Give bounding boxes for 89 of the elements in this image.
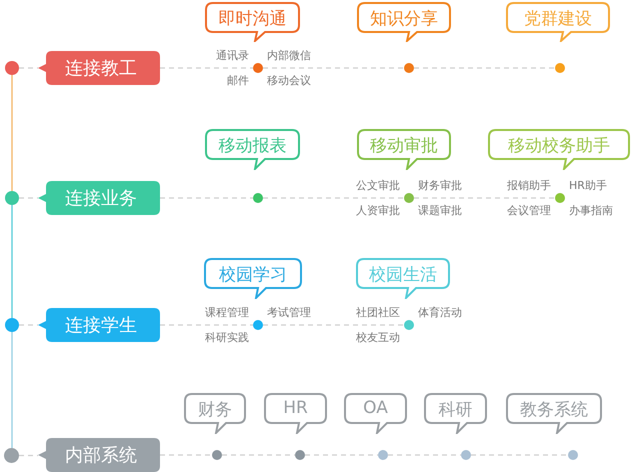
connector-line <box>263 197 404 199</box>
bubble-label: 即时沟通 <box>218 8 288 30</box>
dot-marker <box>555 193 565 203</box>
connector-line <box>11 75 13 191</box>
timeline-dot <box>5 191 19 205</box>
dot-marker <box>404 63 414 73</box>
category-tag <box>38 438 160 472</box>
bubble-label: 校园学习 <box>218 264 288 286</box>
dot-marker <box>253 63 263 73</box>
dot-marker <box>404 320 414 330</box>
category-label: 连接学生 <box>64 314 138 337</box>
feature-label: 考试管理 <box>267 305 311 320</box>
feature-label: 办事指南 <box>569 203 613 218</box>
connector-line <box>19 197 38 199</box>
dot-marker <box>295 450 305 460</box>
connector-line <box>19 454 38 456</box>
connector-line <box>414 67 555 69</box>
feature-label: 课题审批 <box>418 203 462 218</box>
speech-bubble <box>205 129 300 170</box>
connector-line <box>11 205 13 318</box>
dot-marker <box>461 450 471 460</box>
bubble-label: 校园生活 <box>368 264 438 286</box>
category-label: 连接教工 <box>64 57 138 80</box>
dot-marker <box>253 320 263 330</box>
feature-label: 体育活动 <box>418 305 462 320</box>
feature-label: 移动会议 <box>267 73 311 88</box>
bubble-label: 知识分享 <box>369 8 439 30</box>
category-label: 内部系统 <box>64 444 138 467</box>
bubble-label: 党群建设 <box>523 8 593 30</box>
feature-label: 通讯录 <box>216 48 249 63</box>
feature-label: 社团社区 <box>356 305 400 320</box>
bubble-label: 教务系统 <box>519 399 589 421</box>
connector-line <box>388 454 461 456</box>
connector-line <box>160 324 253 326</box>
feature-label: 财务审批 <box>418 178 462 193</box>
feature-label: 会议管理 <box>507 203 551 218</box>
bubble-label: HR <box>282 398 309 418</box>
feature-label: 科研实践 <box>205 330 249 345</box>
feature-label: 校友互动 <box>356 330 400 345</box>
connector-line <box>263 67 404 69</box>
bubble-label: OA <box>362 398 389 418</box>
speech-bubble <box>204 258 302 299</box>
speech-bubble <box>205 2 300 42</box>
dot-marker <box>212 450 222 460</box>
speech-bubble <box>506 393 602 434</box>
timeline-dot <box>4 448 19 463</box>
bubble-label: 财务 <box>197 399 233 421</box>
connector-line <box>305 454 378 456</box>
dot-marker <box>555 63 565 73</box>
bubble-label: 科研 <box>438 399 474 421</box>
timeline-dot <box>5 61 19 75</box>
category-tag <box>38 181 160 215</box>
speech-bubble <box>344 393 407 434</box>
bubble-label: 移动报表 <box>218 135 288 157</box>
feature-label: 报销助手 <box>507 178 551 193</box>
category-tag <box>38 51 160 85</box>
dot-marker <box>253 193 263 203</box>
connector-line <box>414 197 555 199</box>
feature-label: 人资审批 <box>356 203 400 218</box>
connector-line <box>222 454 295 456</box>
speech-bubble <box>506 2 610 42</box>
timeline-dot <box>5 318 19 332</box>
dot-marker <box>568 450 578 460</box>
connector-line <box>19 67 38 69</box>
category-label: 连接业务 <box>64 187 138 210</box>
connector-line <box>19 324 38 326</box>
bubble-label: 移动校务助手 <box>507 135 611 157</box>
feature-label: 邮件 <box>227 73 249 88</box>
speech-bubble <box>357 2 451 42</box>
feature-label: 内部微信 <box>267 48 311 63</box>
dot-marker <box>404 193 414 203</box>
speech-bubble <box>488 129 630 170</box>
feature-label: HR助手 <box>569 178 607 193</box>
connector-line <box>160 197 253 199</box>
bubble-label: 移动审批 <box>369 135 439 157</box>
speech-bubble <box>264 393 327 434</box>
dot-marker <box>378 450 388 460</box>
speech-bubble <box>356 258 450 299</box>
speech-bubble <box>357 129 451 170</box>
speech-bubble <box>184 393 246 434</box>
speech-bubble <box>424 393 487 434</box>
connector-line <box>471 454 568 456</box>
category-tag <box>38 308 160 342</box>
connector-line <box>263 324 404 326</box>
feature-label: 课程管理 <box>205 305 249 320</box>
feature-label: 公文审批 <box>356 178 400 193</box>
connector-line <box>160 67 253 69</box>
connector-line <box>160 454 212 456</box>
connector-line <box>11 332 13 448</box>
